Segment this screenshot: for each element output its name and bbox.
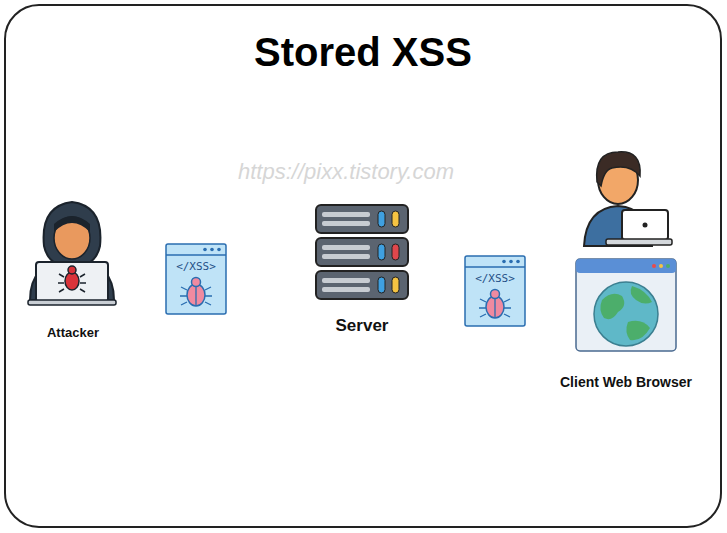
label-stack: Server [312,316,412,336]
payload-document [166,244,226,314]
node-figure: Server [312,200,412,336]
payload-document [465,256,525,326]
web-browser-window [576,259,676,351]
node-label: Server [312,316,412,336]
attacker-figure [28,202,116,305]
client-user [584,152,672,246]
node-figure: Client Web Browser [556,146,696,390]
server-rack [316,205,408,299]
frame [5,5,721,527]
label-stack: Client Web Browser [556,374,696,390]
node-label: Attacker [28,325,118,340]
document-tag: </XSS> [175,260,217,273]
document-tag: </XSS> [474,272,516,285]
node-figure: Attacker [28,196,118,340]
diagram-title: Stored XSS [254,30,472,75]
node-label: Client Web Browser [556,374,696,390]
label-stack: Attacker [28,325,118,340]
watermark: https://pixx.tistory.com [238,159,454,185]
